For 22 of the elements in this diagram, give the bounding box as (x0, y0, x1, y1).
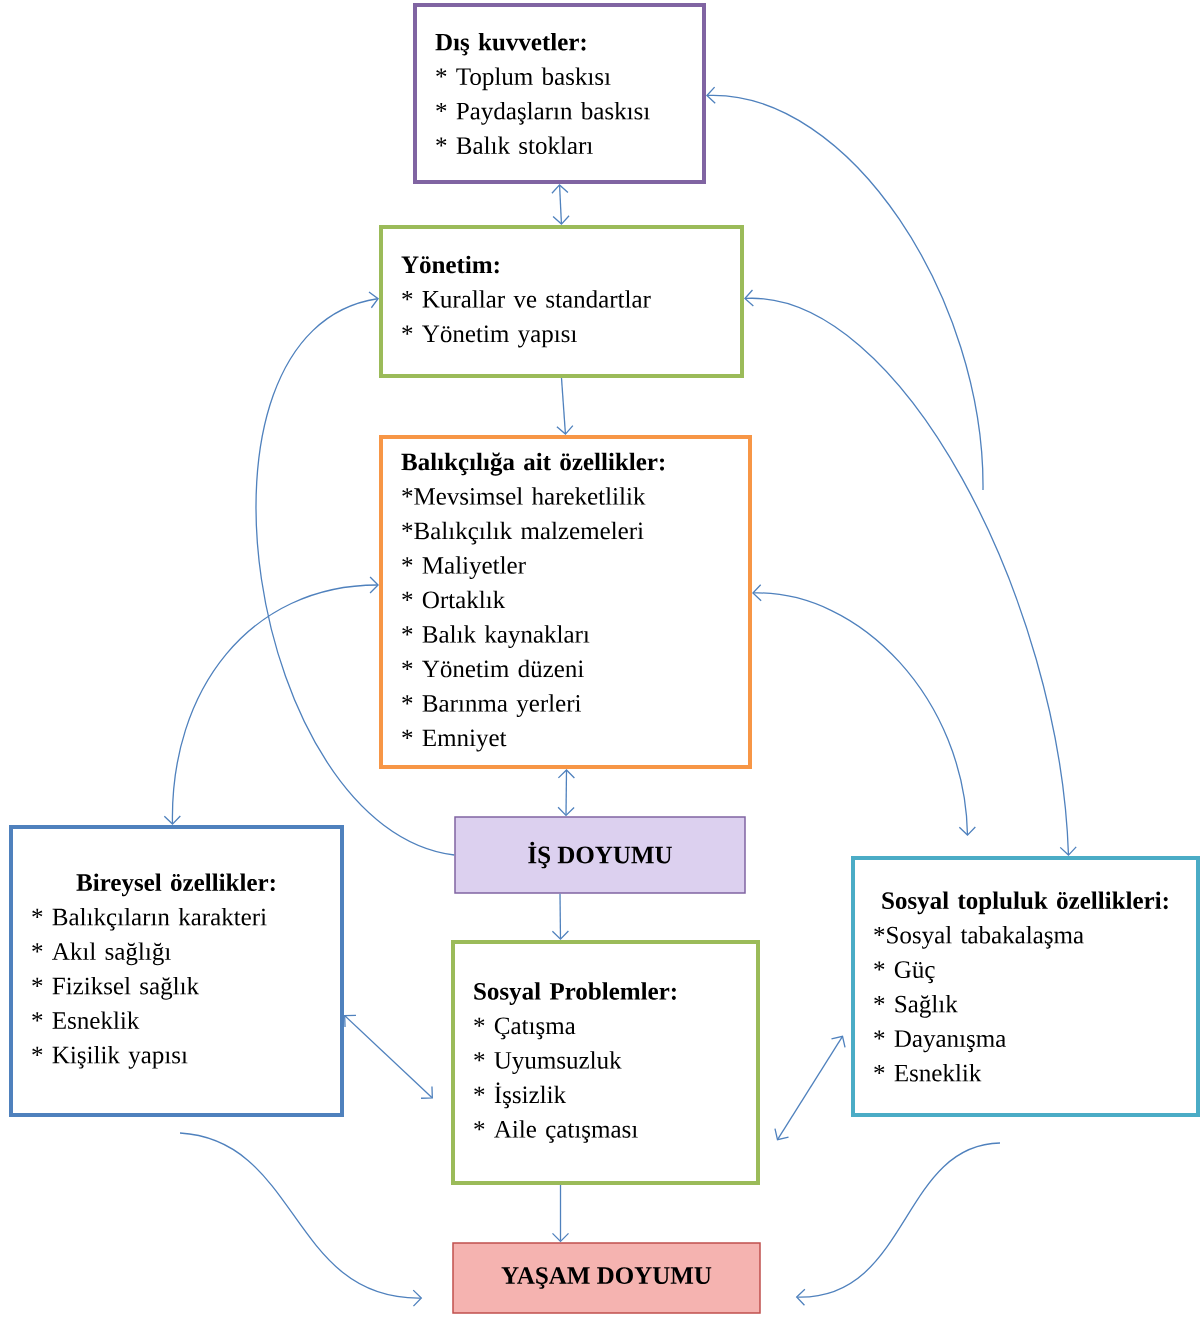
arrow (706, 86, 984, 491)
arrow (774, 1035, 846, 1141)
arrow (163, 576, 379, 825)
arrow (551, 893, 570, 940)
info-box: Sosyal topluluk özellikleri: *Sosyal tabakalaşma * Güç * Sağlık * Dayanışma * Esneklik (851, 856, 1200, 1117)
arrow (795, 1142, 1001, 1306)
arrow (556, 377, 574, 435)
info-box: Balıkçılığa ait özellikler: *Mevsimsel hareketlilik *Balıkçılık malzemeleri * Maliyetler * Ortaklık * Balık kaynakları * Yönetim düzeni * Barınma yerleri * Emniyet (379, 435, 752, 769)
info-box: Yönetim: * Kurallar ve standartlar * Yönetim yapısı (379, 225, 744, 378)
arrow (255, 291, 455, 856)
title-box: YAŞAM DOYUMU (452, 1242, 761, 1314)
arrow (179, 1132, 423, 1307)
title-box: İŞ DOYUMU (454, 816, 746, 894)
arrow (344, 1014, 433, 1099)
arrow (551, 1184, 570, 1243)
arrow (551, 184, 570, 225)
info-box: Dış kuvvetler: * Toplum baskısı * Paydaşların baskısı * Balık stokları (413, 3, 706, 184)
info-box: Bireysel özellikler: * Balıkçıların karakteri * Akıl sağlığı * Fiziksel sağlık * Esneklik * Kişilik yapısı (9, 825, 344, 1117)
arrow (557, 769, 576, 817)
arrow (752, 584, 976, 836)
arrow (744, 289, 1077, 856)
info-box: Sosyal Problemler: * Çatışma * Uyumsuzluk * İşsizlik * Aile çatışması (451, 940, 760, 1185)
